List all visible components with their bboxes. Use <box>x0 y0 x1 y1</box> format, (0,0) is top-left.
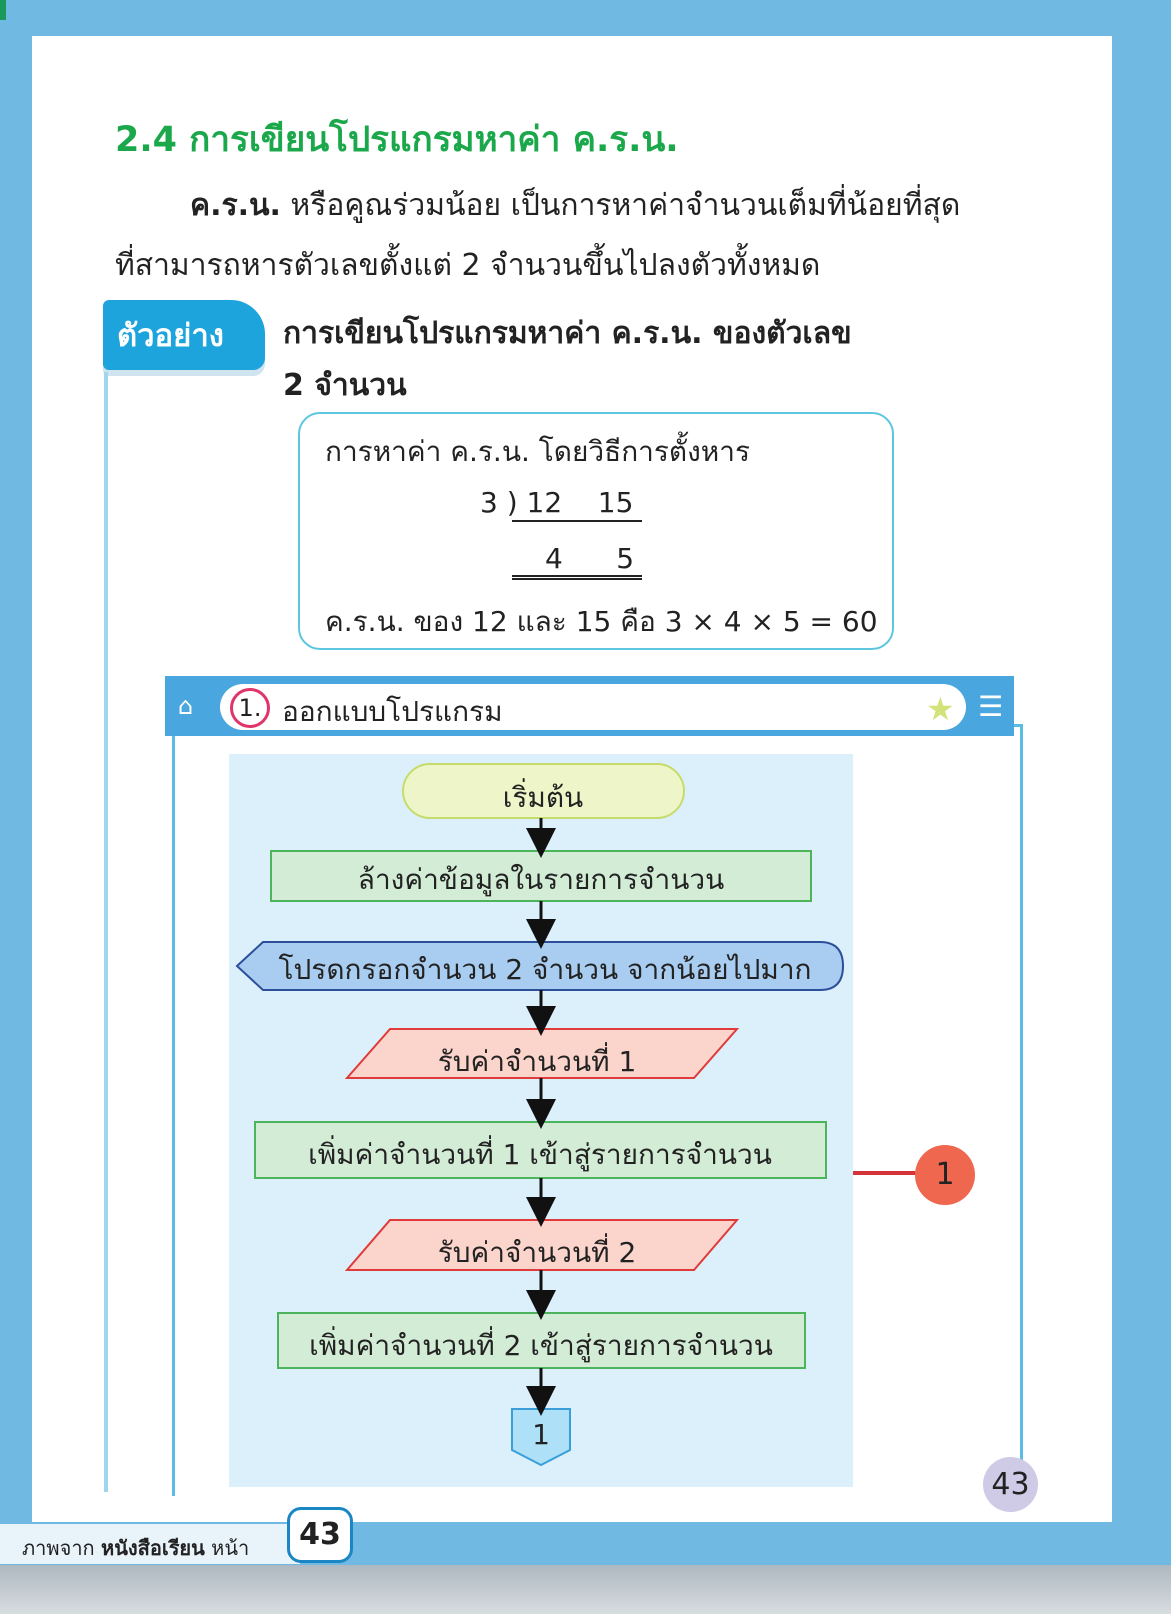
edge-marker <box>0 0 6 20</box>
caption-book: หนังสือเรียน <box>101 1536 205 1560</box>
result-row: 4 5 <box>545 542 635 575</box>
box-heading: การหาค่า ค.ร.น. โดยวิธีการตั้งหาร <box>325 435 750 468</box>
divider <box>104 372 108 1492</box>
step-pill <box>220 684 966 730</box>
callout-line <box>853 1171 917 1175</box>
page-number: 43 <box>983 1457 1038 1512</box>
source-caption: ภาพจาก หนังสือเรียน หน้า <box>0 1524 300 1564</box>
caption-prefix: ภาพจาก <box>22 1536 102 1560</box>
lcm-example-box <box>298 412 894 650</box>
result-double-line <box>512 575 642 580</box>
example-title-line-2: 2 จำนวน <box>283 368 407 403</box>
magnifier-icon: 1. <box>230 688 270 728</box>
star-icon[interactable]: ★ <box>926 690 955 728</box>
add1-label: เพิ่มค่าจำนวนที่ 1 เข้าสู่รายการจำนวน <box>308 1138 772 1171</box>
division-line <box>512 520 642 522</box>
intro-term: ค.ร.น. <box>190 188 281 223</box>
divider <box>172 736 175 1496</box>
source-page-number: 43 <box>287 1507 353 1563</box>
menu-icon[interactable]: ☰ <box>978 690 1004 723</box>
intro-line-1-text: หรือคูณร่วมน้อย เป็นการหาค่าจำนวนเต็มที่… <box>280 188 961 223</box>
step-label: ออกแบบโปรแกรม <box>282 695 503 728</box>
clear-label: ล้างค่าข้อมูลในรายการจำนวน <box>357 863 725 896</box>
prompt-label: โปรดกรอกจำนวน 2 จำนวน จากน้อยไปมาก <box>278 953 812 986</box>
division-row: 3 ) 12 15 <box>480 486 634 519</box>
example-title: การเขียนโปรแกรมหาค่า ค.ร.น. ของตัวเลข <box>283 316 852 351</box>
intro-line-2: ที่สามารถหารตัวเลขตั้งแต่ 2 จำนวนขึ้นไปล… <box>115 248 821 283</box>
callout-badge: 1 <box>915 1145 975 1205</box>
input1-label: รับค่าจำนวนที่ 1 <box>437 1045 637 1078</box>
section-title: 2.4 การเขียนโปรแกรมหาค่า ค.ร.น. <box>115 120 679 160</box>
intro-line-1: ค.ร.น. หรือคูณร่วมน้อย เป็นการหาค่าจำนวน… <box>190 182 960 229</box>
divider <box>1014 724 1023 727</box>
input2-label: รับค่าจำนวนที่ 2 <box>437 1236 637 1269</box>
caption-suffix: หน้า <box>204 1536 250 1560</box>
home-icon[interactable]: ⌂ <box>178 692 194 720</box>
lcm-conclusion: ค.ร.น. ของ 12 และ 15 คือ 3 × 4 × 5 = 60 <box>325 605 878 638</box>
add2-label: เพิ่มค่าจำนวนที่ 2 เข้าสู่รายการจำนวน <box>309 1329 773 1362</box>
connector-label: 1 <box>532 1418 550 1451</box>
example-tab: ตัวอย่าง <box>103 300 265 370</box>
bottom-shadow <box>0 1565 1171 1614</box>
start-label: เริ่มต้น <box>502 781 584 814</box>
divider <box>1020 725 1023 1485</box>
